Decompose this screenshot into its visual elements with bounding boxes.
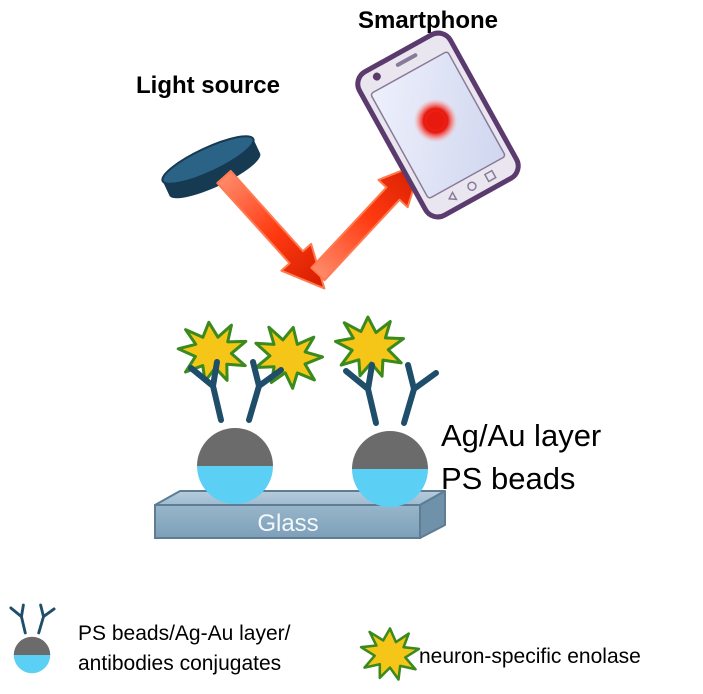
ps-beads-label: PS beads <box>441 461 575 496</box>
bead-conjugate-2 <box>346 365 436 507</box>
legend-conjugate-icon <box>9 603 56 675</box>
smartphone-label: Smartphone <box>358 7 498 34</box>
incident-light-arrow <box>216 169 326 290</box>
light-source-label: Light source <box>136 72 280 99</box>
glass-label: Glass <box>257 510 318 537</box>
light-source-icon <box>161 135 261 199</box>
legend-enolase-label: neuron-specific enolase <box>419 645 641 668</box>
legend-antigen-icon <box>359 627 421 681</box>
bead-conjugate-1 <box>191 362 281 504</box>
legend-conjugate-line2: antibodies conjugates <box>78 652 281 675</box>
metal-layer-label: Ag/Au layer <box>441 418 601 453</box>
smartphone-icon <box>355 30 521 220</box>
legend-conjugate-line1: PS beads/Ag-Au layer/ <box>78 622 291 645</box>
